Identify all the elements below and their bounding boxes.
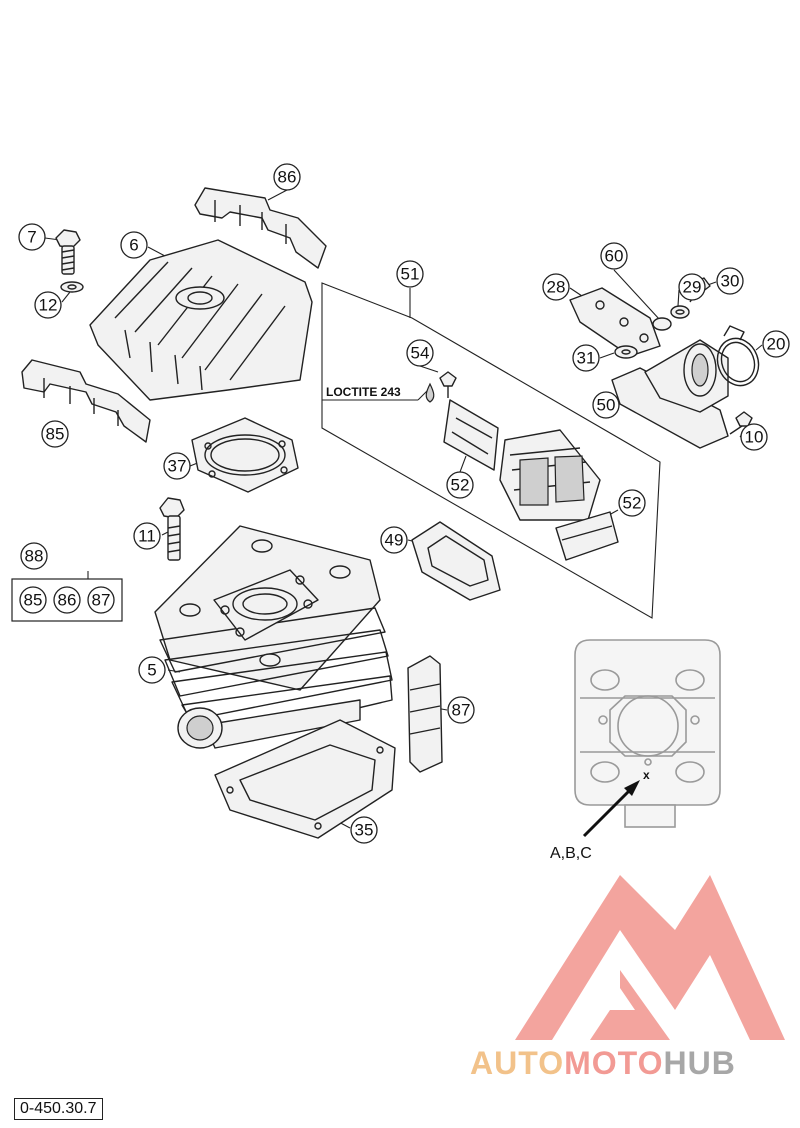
callout-12: 12	[34, 291, 62, 319]
intake-flange-50	[611, 339, 729, 449]
svg-text:49: 49	[385, 531, 404, 550]
svg-text:5: 5	[147, 661, 156, 680]
watermark-logo	[515, 875, 785, 1040]
base-gasket-35	[214, 719, 396, 839]
callout-85: 85	[41, 420, 69, 448]
svg-text:86: 86	[278, 168, 297, 187]
svg-text:6: 6	[129, 236, 138, 255]
reed-valve-group-frame	[321, 282, 661, 619]
reed-valve-block	[499, 429, 601, 521]
washer-12	[60, 281, 84, 293]
callout-52-b: 52	[618, 489, 646, 517]
svg-text:11: 11	[138, 527, 156, 546]
svg-text:54: 54	[411, 344, 430, 363]
svg-text:35: 35	[355, 821, 374, 840]
head-cover-side-85	[21, 359, 151, 443]
svg-text:20: 20	[767, 335, 786, 354]
callout-5: 5	[138, 656, 166, 684]
loctite-note: LOCTITE 243	[326, 385, 401, 399]
reference-cylinder-view	[574, 639, 721, 828]
hose-clamp-20	[716, 325, 760, 387]
svg-text:87: 87	[452, 701, 471, 720]
callout-54: 54	[406, 339, 434, 367]
intake-bracket-28	[569, 287, 661, 357]
drawing-number: 0-450.30.7	[14, 1098, 103, 1120]
svg-text:85: 85	[24, 591, 43, 610]
watermark-word-moto: MOTO	[564, 1045, 664, 1081]
reference-label: A,B,C	[550, 845, 592, 862]
reference-arrow	[582, 780, 640, 838]
callout-87-kit: 87	[87, 586, 115, 614]
screw-10	[729, 411, 753, 435]
svg-text:51: 51	[401, 265, 420, 284]
callout-30: 30	[716, 267, 744, 295]
callout-52-a: 52	[446, 471, 474, 499]
callout-85-kit: 85	[19, 586, 47, 614]
cylinder-5	[154, 525, 393, 749]
callout-86: 86	[273, 163, 301, 191]
callout-35: 35	[350, 816, 378, 844]
svg-text:50: 50	[597, 396, 616, 415]
spacer-29	[670, 305, 690, 319]
head-cover-top-86	[194, 187, 327, 269]
callout-28: 28	[542, 273, 570, 301]
svg-text:28: 28	[547, 278, 566, 297]
reed-gasket-49	[411, 521, 501, 601]
callout-37: 37	[163, 452, 191, 480]
callout-87: 87	[447, 696, 475, 724]
cylinder-cover-87	[407, 655, 443, 773]
callout-50: 50	[592, 391, 620, 419]
cylinder-head-6	[89, 239, 313, 401]
cylinder-bolt-11	[159, 497, 185, 561]
svg-text:37: 37	[168, 457, 187, 476]
head-gasket-37	[191, 417, 299, 493]
callout-31: 31	[572, 344, 600, 372]
reed-screw-54	[425, 371, 457, 403]
callout-60: 60	[600, 242, 628, 270]
kit-box	[11, 578, 123, 622]
washer-31	[614, 345, 638, 359]
watermark-wordmark: AUTOMOTOHUB	[470, 1045, 790, 1082]
head-bolt-7	[55, 229, 81, 275]
callout-29: 29	[678, 273, 706, 301]
svg-text:88: 88	[25, 547, 44, 566]
svg-text:7: 7	[27, 228, 36, 247]
svg-text:31: 31	[577, 349, 596, 368]
callout-88: 88	[20, 542, 48, 570]
svg-text:12: 12	[39, 296, 58, 315]
callout-10: 10	[740, 423, 768, 451]
watermark-word-auto: AUTO	[470, 1045, 565, 1081]
svg-text:60: 60	[605, 247, 624, 266]
callout-11: 11	[133, 522, 161, 550]
svg-text:86: 86	[58, 591, 77, 610]
callout-20: 20	[762, 330, 790, 358]
reference-marker: x	[643, 768, 650, 782]
watermark-word-hub: HUB	[663, 1045, 736, 1081]
svg-text:10: 10	[745, 428, 764, 447]
svg-text:52: 52	[623, 494, 642, 513]
callout-51: 51	[396, 260, 424, 288]
spacer-60	[652, 317, 672, 331]
svg-text:52: 52	[451, 476, 470, 495]
callout-49: 49	[380, 526, 408, 554]
callout-7: 7	[18, 223, 46, 251]
reed-petal-52b	[555, 511, 619, 561]
callout-86-kit: 86	[53, 586, 81, 614]
svg-text:30: 30	[721, 272, 740, 291]
reed-petal-52a	[443, 399, 499, 471]
svg-text:29: 29	[683, 278, 702, 297]
callout-6: 6	[120, 231, 148, 259]
svg-text:85: 85	[46, 425, 65, 444]
svg-text:87: 87	[92, 591, 111, 610]
